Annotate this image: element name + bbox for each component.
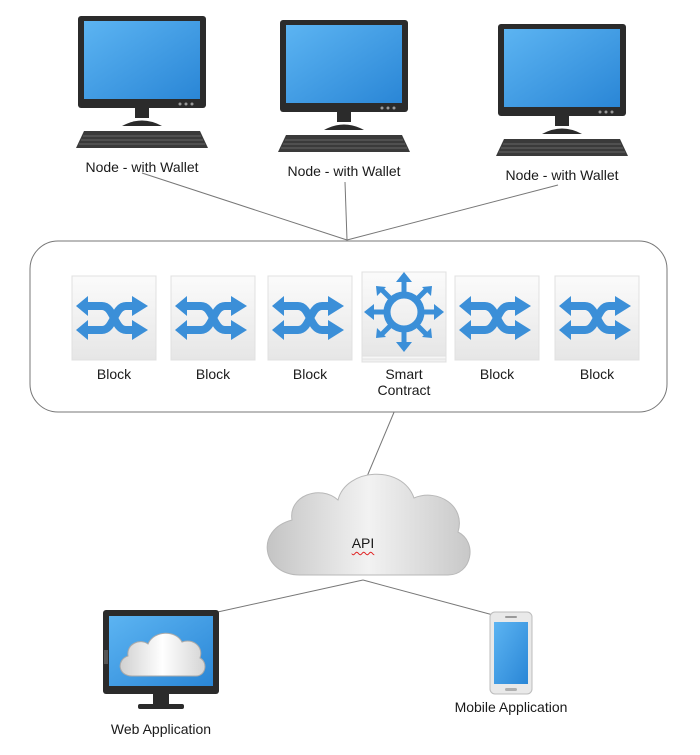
- node-label: Node - with Wallet: [85, 159, 199, 175]
- smart-contract-label-line2: Contract: [377, 382, 431, 398]
- shuffle-arrows-icon: [555, 276, 639, 360]
- connector-node2-chain: [344, 181, 348, 241]
- shuffle-arrows-icon: [72, 276, 156, 360]
- block-label: Block: [96, 366, 132, 382]
- shuffle-arrows-icon: [455, 276, 539, 360]
- shuffle-arrows-icon: [171, 276, 255, 360]
- connector-lines: [141, 172, 559, 620]
- api-label: API: [351, 535, 375, 551]
- smart-contract-label-line1: Smart: [385, 366, 423, 382]
- smartphone-icon: [489, 611, 533, 695]
- desktop-computer-icon: [75, 15, 209, 149]
- desktop-computer-icon: [277, 19, 411, 153]
- connector-api-mobile: [362, 579, 509, 620]
- block-label: Block: [479, 366, 515, 382]
- cloud-icon: [266, 473, 471, 576]
- node-label: Node - with Wallet: [505, 167, 619, 183]
- connector-node3-chain: [346, 184, 559, 241]
- connector-contract-api: [362, 397, 401, 487]
- connector-api-web: [194, 579, 364, 618]
- monitor-cloud-icon: [103, 610, 219, 709]
- connector-node1-chain: [141, 172, 348, 241]
- block-label: Block: [579, 366, 615, 382]
- web-application-label: Web Application: [110, 721, 212, 737]
- desktop-computer-icon: [495, 23, 629, 157]
- block-label: Block: [292, 366, 328, 382]
- smart-contract-icon: [362, 272, 446, 362]
- shuffle-arrows-icon: [268, 276, 352, 360]
- node-label: Node - with Wallet: [287, 163, 401, 179]
- mobile-application-label: Mobile Application: [454, 699, 568, 715]
- block-label: Block: [195, 366, 231, 382]
